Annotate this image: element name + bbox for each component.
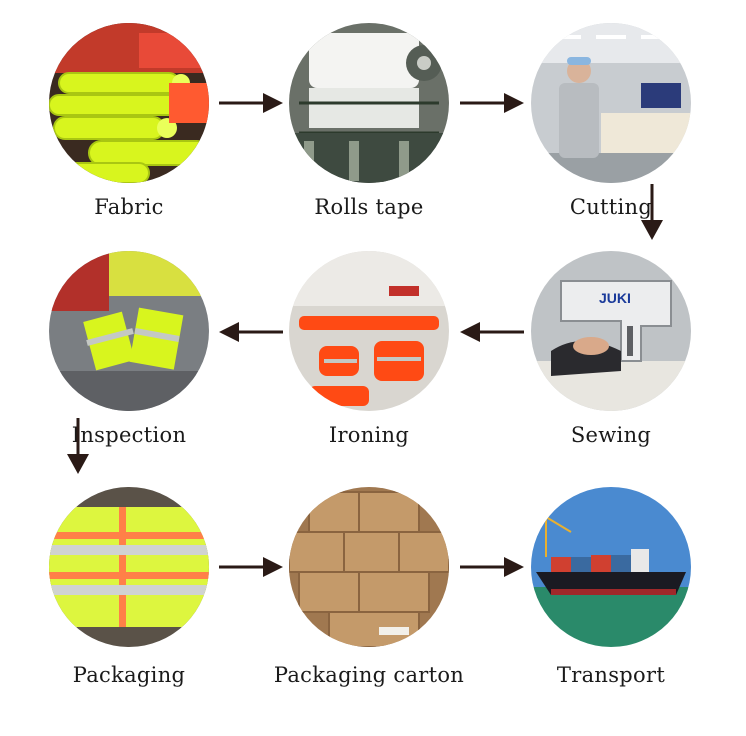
arrow-right-icon — [219, 93, 283, 113]
step-fabric: Fabric — [34, 23, 224, 219]
step-label: Transport — [556, 663, 666, 687]
step-label: Cutting — [569, 195, 653, 219]
cartons-photo — [289, 487, 449, 647]
step-label: Inspection — [71, 423, 187, 447]
arrow-left-icon — [460, 322, 524, 342]
packaged-vests-photo — [49, 487, 209, 647]
step-rolls-tape: Rolls tape — [274, 23, 464, 219]
step-label: Sewing — [570, 423, 652, 447]
step-label: Packaging carton — [273, 663, 465, 687]
arrow-left-icon — [219, 322, 283, 342]
arrow-down-icon — [641, 184, 663, 240]
juki-brand-text: JUKI — [599, 290, 631, 306]
inspection-vests-photo — [49, 251, 209, 411]
ironing-workshop-photo — [289, 251, 449, 411]
step-transport: Transport — [516, 487, 706, 687]
step-ironing: Ironing — [274, 251, 464, 447]
step-label: Fabric — [94, 195, 164, 219]
step-label: Packaging — [72, 663, 186, 687]
step-packaging-carton: Packaging carton — [274, 487, 464, 687]
step-sewing: JUKI Sewing — [516, 251, 706, 447]
step-label: Ironing — [328, 423, 410, 447]
fabric-rolls-photo — [49, 23, 209, 183]
step-label: Rolls tape — [314, 195, 424, 219]
arrow-down-icon — [67, 418, 89, 474]
step-cutting: Cutting — [516, 23, 706, 219]
cargo-ship-photo — [531, 487, 691, 647]
cutting-workshop-photo — [531, 23, 691, 183]
step-inspection: Inspection — [34, 251, 224, 447]
arrow-right-icon — [460, 557, 524, 577]
rolls-tape-machine-photo — [289, 23, 449, 183]
sewing-machine-photo: JUKI — [531, 251, 691, 411]
step-packaging: Packaging — [34, 487, 224, 687]
arrow-right-icon — [219, 557, 283, 577]
arrow-right-icon — [460, 93, 524, 113]
